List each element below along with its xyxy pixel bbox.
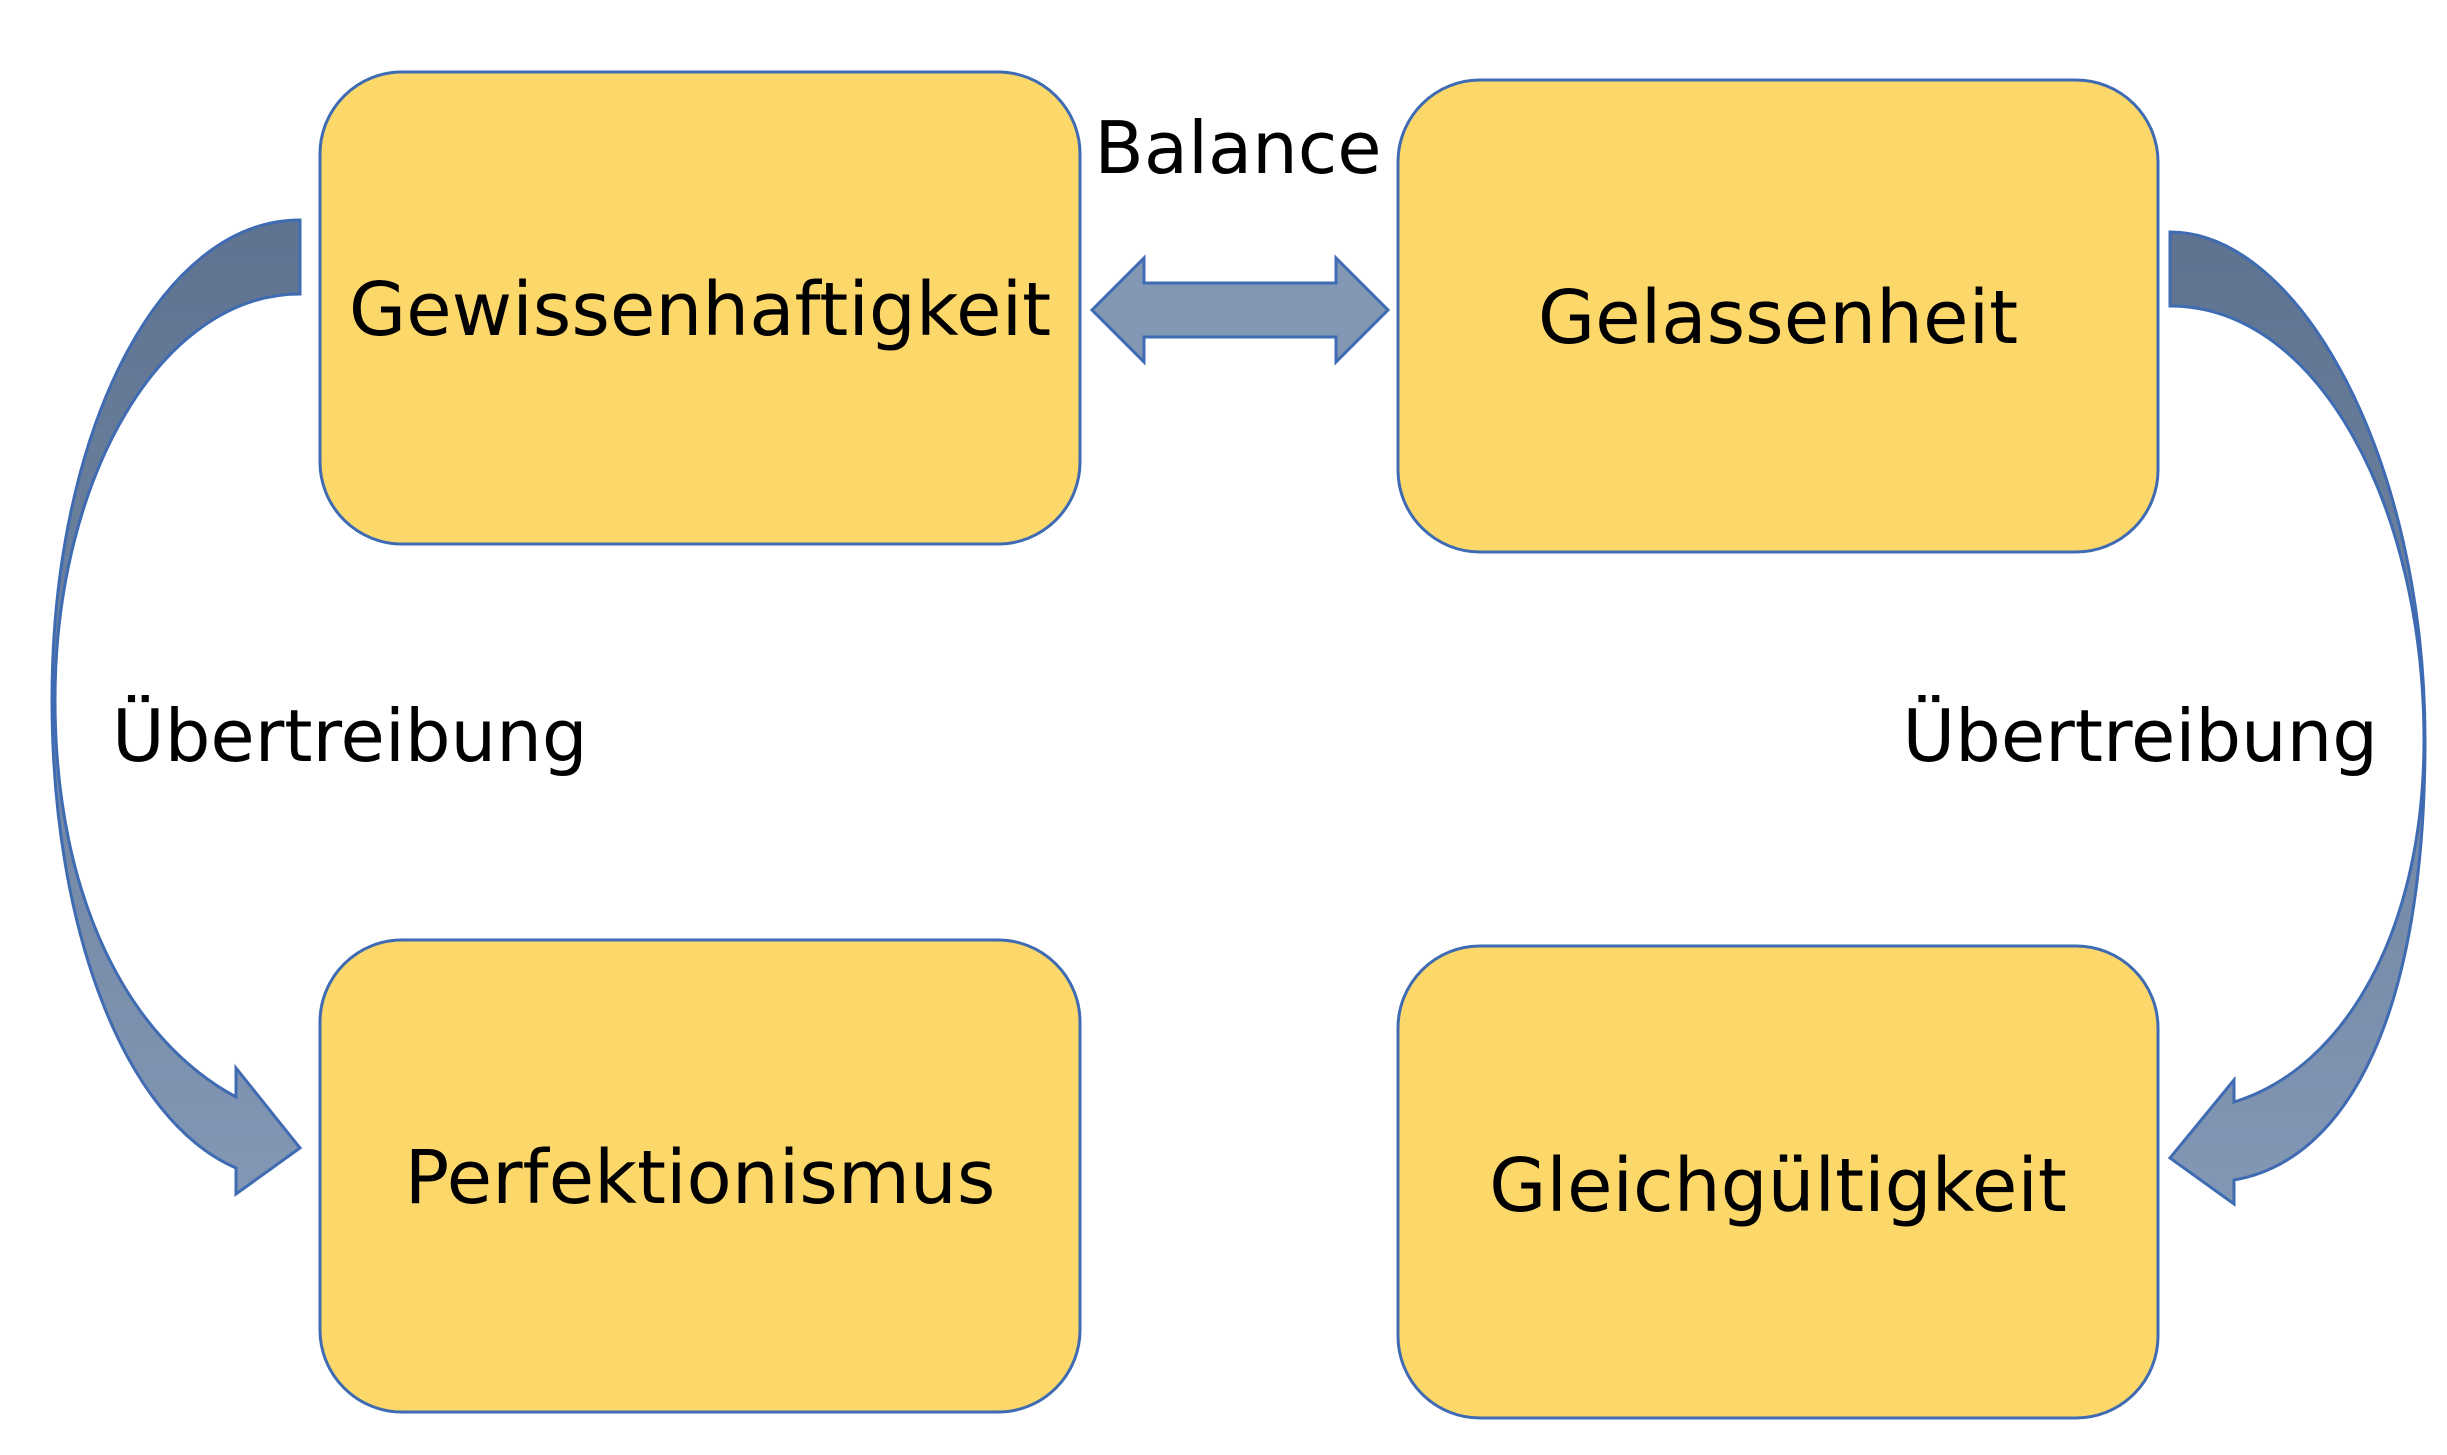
node-gelassenheit: Gelassenheit bbox=[1396, 78, 2160, 554]
node-gewissenhaftigkeit: Gewissenhaftigkeit bbox=[318, 70, 1082, 546]
right-exaggeration-label: Übertreibung bbox=[1902, 694, 2378, 778]
left-exaggeration-label: Übertreibung bbox=[112, 694, 588, 778]
node-label: Gewissenhaftigkeit bbox=[349, 267, 1051, 353]
balance-double-arrow bbox=[1089, 254, 1391, 366]
left-curved-arrow bbox=[50, 218, 303, 1197]
node-label: Gelassenheit bbox=[1538, 275, 2018, 361]
node-label: Perfektionismus bbox=[405, 1135, 996, 1221]
node-label: Gleichgültigkeit bbox=[1489, 1143, 2067, 1229]
node-gleichgueltigkeit: Gleichgültigkeit bbox=[1396, 944, 2160, 1420]
right-curved-arrow bbox=[2167, 230, 2427, 1207]
balance-label: Balance bbox=[1094, 106, 1381, 190]
node-perfektionismus: Perfektionismus bbox=[318, 938, 1082, 1414]
